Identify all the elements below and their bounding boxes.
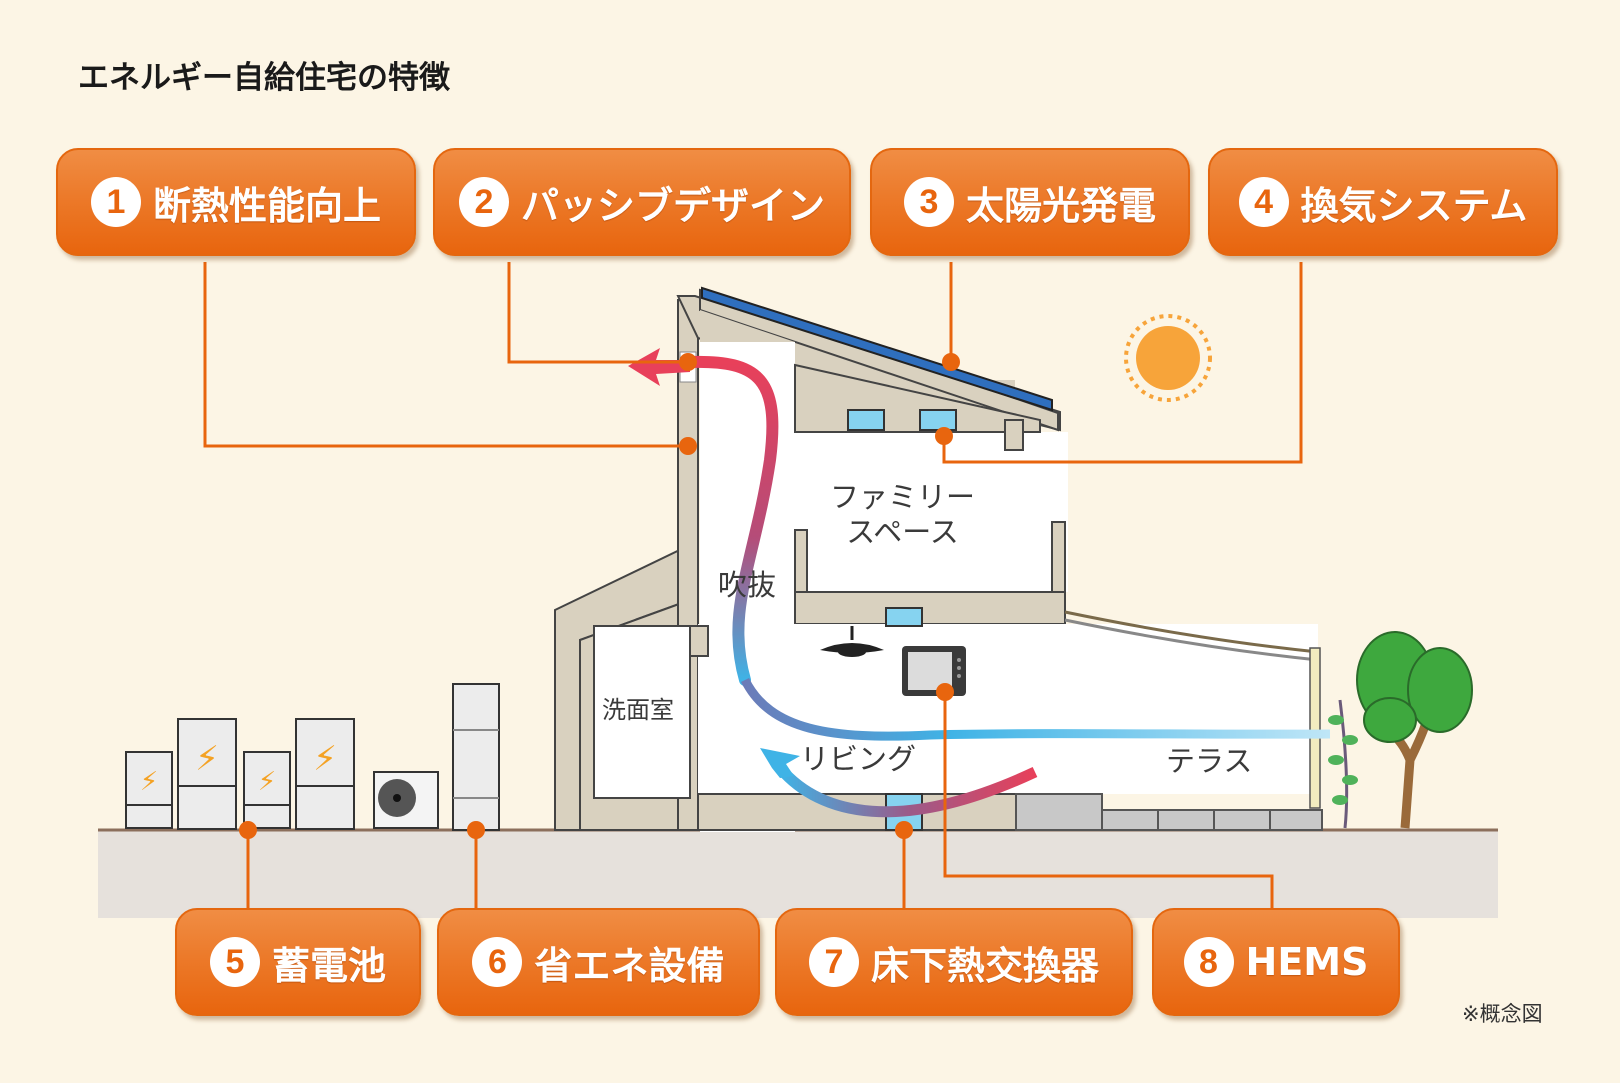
svg-text:⚡: ⚡: [313, 739, 337, 779]
room-label-atrium: 吹抜: [718, 568, 777, 602]
battery-icon: ⚡: [125, 751, 173, 829]
room-label-line: スペース: [846, 514, 959, 549]
svg-text:⚡: ⚡: [140, 767, 158, 797]
feature-label: 床下熱交換器: [870, 943, 1099, 988]
warm-air-arrowhead: [628, 348, 690, 386]
feature-label: 省エネ設備: [534, 943, 725, 988]
hems-monitor-icon: [902, 646, 966, 696]
vent: [847, 409, 885, 431]
feature-label: 断熱性能向上: [152, 183, 381, 228]
svg-text:⚡: ⚡: [195, 739, 219, 779]
leader-dots: [239, 353, 960, 839]
feature-solar-power: 3 太陽光発電: [870, 148, 1190, 256]
feature-hems: 8 HEMS: [1152, 908, 1400, 1016]
sun-icon: [1124, 314, 1212, 402]
warm-air-flow: [684, 355, 779, 686]
feature-underfloor-heat-exchanger: 7 床下熱交換器: [775, 908, 1133, 1016]
feature-label: 蓄電池: [271, 943, 386, 988]
feature-insulation: 1 断熱性能向上: [56, 148, 416, 256]
svg-text:⚡: ⚡: [258, 767, 276, 797]
feature-label: 換気システム: [1300, 183, 1528, 228]
feature-number-badge: 4: [1238, 177, 1289, 227]
ac-outdoor-unit-icon: [373, 771, 439, 829]
feature-number-badge: 5: [209, 937, 260, 987]
solar-panel: [701, 286, 1053, 412]
vent: [885, 607, 923, 627]
battery-icon: ⚡: [243, 751, 291, 829]
feature-number-badge: 6: [472, 937, 523, 987]
room-label-washroom: 洗面室: [602, 696, 674, 724]
cool-air-arrowhead: [760, 748, 800, 778]
feature-label: パッシブデザイン: [520, 183, 825, 228]
leader-lines: [203, 262, 1303, 908]
water-heater-icon: [452, 683, 500, 831]
feature-ventilation: 4 換気システム: [1208, 148, 1558, 256]
room-label-family-space: ファミリー スペース: [830, 480, 975, 550]
feature-number-badge: 8: [1183, 937, 1234, 987]
feature-number-badge: 7: [808, 937, 859, 987]
room-label-living: リビング: [800, 742, 917, 776]
ceiling-fan-icon: [820, 626, 884, 657]
feature-number-badge: 1: [90, 177, 141, 227]
vent: [919, 409, 957, 431]
battery-icon: ⚡: [295, 718, 355, 830]
tree-icon: [1356, 631, 1473, 829]
battery-icon: ⚡: [177, 718, 237, 830]
room-label-terrace: テラス: [1166, 744, 1253, 778]
feature-passive-design: 2 パッシブデザイン: [433, 148, 851, 256]
feature-number-badge: 3: [903, 177, 954, 227]
feature-number-badge: 2: [458, 177, 509, 227]
vine-plant-icon: [1328, 699, 1358, 829]
room-label-line: ファミリー: [830, 480, 976, 514]
concept-diagram-note: ※概念図: [1462, 1002, 1543, 1026]
house-structure: [554, 288, 1323, 832]
feature-storage-battery: 5 蓄電池: [175, 908, 421, 1016]
ground: [98, 830, 1498, 918]
diagram-title: エネルギー自給住宅の特徴: [78, 60, 450, 96]
feature-label: 太陽光発電: [965, 183, 1156, 228]
feature-energy-saving-equipment: 6 省エネ設備: [437, 908, 760, 1016]
floor-air-flow: [775, 764, 1038, 818]
cool-air-flow: [740, 677, 1331, 741]
feature-label: HEMS: [1245, 940, 1369, 984]
